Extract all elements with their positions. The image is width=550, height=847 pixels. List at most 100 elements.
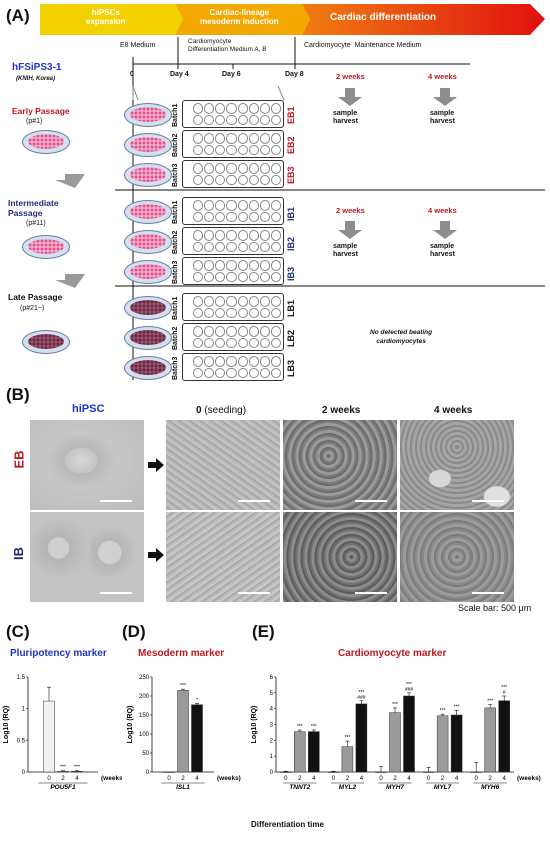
y-axis-label: Log10 (RQ) bbox=[127, 706, 134, 744]
col-4-weeks: 4 weeks bbox=[434, 405, 473, 416]
x-tick-label: 0 bbox=[47, 776, 51, 782]
x-tick-label: 2 bbox=[489, 776, 493, 782]
medium-e8: E8 Medium bbox=[120, 42, 156, 49]
group-label: IB3 bbox=[286, 266, 296, 281]
culture-dish bbox=[22, 130, 70, 154]
panel-d-title: Mesoderm marker bbox=[138, 648, 225, 659]
bar bbox=[57, 771, 69, 773]
micrograph-eb-2w bbox=[283, 420, 397, 510]
bar bbox=[341, 746, 354, 773]
y-axis-label: Log10 (RQ) bbox=[3, 706, 10, 744]
medium-differentiation: Cardiomyocyte Differentiation Medium A, … bbox=[188, 38, 267, 53]
culture-dish bbox=[124, 296, 172, 320]
panel-c-title: Pluripotency marker bbox=[10, 648, 107, 659]
harvest-2w-mid: 2 weeks bbox=[336, 206, 365, 215]
tp-0: 0 bbox=[130, 71, 134, 78]
panel-e-letter: (E) bbox=[252, 622, 275, 641]
phase-hipsc-expansion: hiPSCs expansion bbox=[86, 8, 126, 26]
panel-b-letter: (B) bbox=[6, 385, 30, 404]
well-plate bbox=[182, 130, 284, 158]
row-eb: EB bbox=[11, 450, 27, 469]
x-tick-label: 2 bbox=[181, 776, 185, 782]
y-tick-label: 2 bbox=[270, 738, 274, 744]
micrograph-ib-2w bbox=[283, 512, 397, 602]
gene-label: POU5F1 bbox=[50, 784, 76, 791]
y-tick-label: 50 bbox=[142, 751, 149, 757]
well-plate bbox=[182, 160, 284, 188]
x-unit-label: (weeks) bbox=[517, 775, 541, 782]
harvest-4w-top: 4 weeks bbox=[428, 72, 457, 81]
x-tick-label: 4 bbox=[455, 776, 459, 782]
group-label: IB2 bbox=[286, 236, 296, 251]
col-seeding-text: (seeding) bbox=[204, 405, 247, 416]
culture-dish bbox=[124, 103, 172, 127]
culture-dish bbox=[124, 260, 172, 284]
bar bbox=[470, 771, 482, 773]
micrograph-ib-4w bbox=[400, 512, 514, 602]
bar bbox=[191, 704, 203, 773]
x-axis-title: Differentiation time bbox=[251, 820, 324, 829]
x-unit-label: (weeks) bbox=[101, 775, 122, 782]
bar bbox=[422, 771, 435, 773]
group-label: IB1 bbox=[286, 206, 296, 221]
y-tick-label: 0.5 bbox=[17, 738, 26, 744]
micrograph-ib-hipsc bbox=[30, 512, 144, 602]
x-tick-label: 4 bbox=[195, 776, 199, 782]
bar bbox=[177, 690, 189, 773]
x-unit-label: (weeks) bbox=[217, 775, 241, 782]
batch-label: Batch2 bbox=[172, 230, 179, 254]
bar bbox=[498, 700, 510, 773]
cell-line-source: (KNIH, Korea) bbox=[16, 76, 56, 82]
sample-harvest-1: sample harvest bbox=[333, 110, 358, 125]
x-tick-label: 4 bbox=[312, 776, 316, 782]
batch-label: Batch2 bbox=[172, 326, 179, 350]
bar bbox=[436, 715, 449, 773]
y-tick-label: 250 bbox=[139, 675, 150, 681]
significance-label: *** bbox=[311, 724, 317, 730]
group-label: EB2 bbox=[286, 136, 296, 154]
well-plate bbox=[182, 257, 284, 285]
bar bbox=[389, 712, 401, 773]
batch-label: Batch2 bbox=[172, 133, 179, 157]
significance-label: *** bbox=[440, 708, 446, 714]
x-tick-label: 2 bbox=[346, 776, 350, 782]
y-tick-label: 0 bbox=[22, 770, 26, 776]
bar bbox=[43, 700, 55, 773]
significance-label: *** bbox=[358, 690, 364, 696]
x-tick-label: 0 bbox=[167, 776, 171, 782]
right-arrow-icon bbox=[148, 458, 164, 472]
cell-line-name: hFSiPS3-1 bbox=[12, 62, 62, 73]
y-tick-label: 3 bbox=[270, 723, 274, 729]
batch-label: Batch1 bbox=[172, 296, 179, 320]
group-label: LB1 bbox=[286, 299, 296, 317]
y-tick-label: 0 bbox=[270, 770, 274, 776]
no-beating-note: No detected beating cardiomyocytes bbox=[370, 329, 433, 345]
bar bbox=[71, 771, 83, 773]
well-plate bbox=[182, 293, 284, 321]
sample-harvest-3: sample harvest bbox=[333, 243, 358, 258]
significance-label: *** bbox=[297, 724, 303, 730]
gene-label: MYL7 bbox=[434, 784, 452, 791]
x-tick-label: 0 bbox=[332, 776, 336, 782]
late-passage-label: Late Passage bbox=[8, 292, 63, 302]
significance-label: ### bbox=[405, 687, 414, 693]
x-tick-label: 0 bbox=[379, 776, 383, 782]
culture-dish bbox=[22, 330, 70, 354]
significance-label: ### bbox=[357, 695, 366, 701]
significance-label: *** bbox=[344, 735, 350, 741]
gene-label: MYH7 bbox=[386, 784, 404, 791]
x-tick-label: 4 bbox=[503, 776, 507, 782]
well-plate bbox=[182, 227, 284, 255]
bar bbox=[163, 771, 175, 773]
panel-e-title: Cardiomyocyte marker bbox=[338, 648, 447, 659]
harvest-2w-top: 2 weeks bbox=[336, 72, 365, 81]
group-label: LB3 bbox=[286, 359, 296, 377]
y-tick-label: 100 bbox=[139, 732, 150, 738]
x-tick-label: 2 bbox=[298, 776, 302, 782]
group-label: EB1 bbox=[286, 106, 296, 124]
significance-label: *** bbox=[487, 699, 493, 705]
significance-label: *** bbox=[60, 765, 66, 771]
y-tick-label: 0 bbox=[146, 770, 150, 776]
phase-mesoderm-induction: Cardiac-lineage mesoderm induction bbox=[200, 8, 279, 26]
